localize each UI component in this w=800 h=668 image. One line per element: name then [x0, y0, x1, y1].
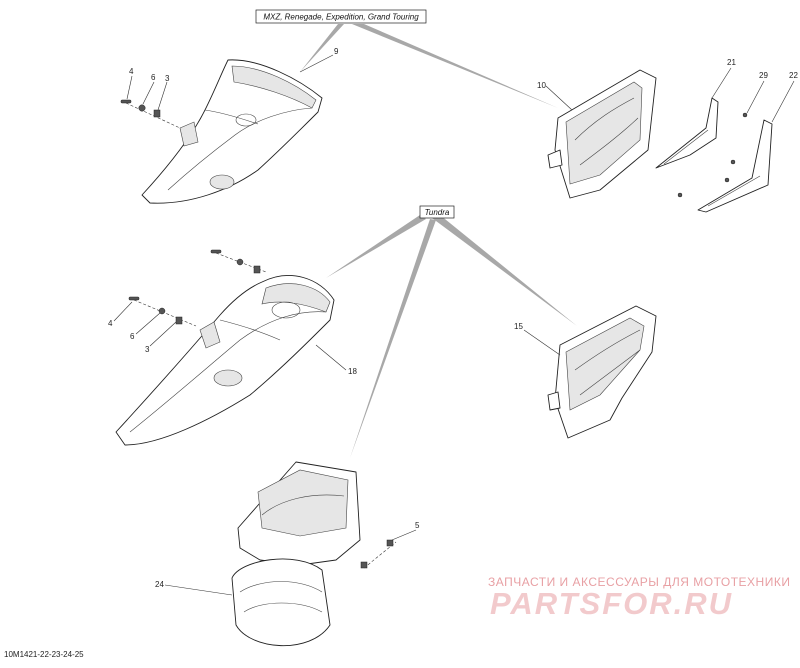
- mxz-leader-to-9: [300, 24, 344, 72]
- screw-top: [210, 249, 222, 254]
- callout-6: 6: [151, 73, 156, 82]
- callout-5: 5: [415, 521, 420, 530]
- svg-text:Tundra: Tundra: [425, 208, 450, 217]
- callout-24: 24: [155, 580, 164, 589]
- callout-6: 6: [130, 332, 135, 341]
- callout-21: 21: [727, 58, 736, 67]
- callout-leaders: [113, 54, 795, 596]
- group-leaders: [300, 24, 577, 458]
- rivet-29b: [730, 159, 736, 165]
- svg-text:MXZ, Renegade, Expedition, Gra: MXZ, Renegade, Expedition, Grand Touring: [263, 13, 419, 22]
- mxz-leader-to-10: [352, 24, 558, 108]
- callout-3: 3: [145, 345, 150, 354]
- callout-22: 22: [789, 71, 798, 80]
- tundra-leader-to-24: [350, 219, 436, 458]
- callout-10: 10: [537, 81, 546, 90]
- tundra-leader-to-15: [432, 215, 577, 326]
- nut-top: [253, 265, 261, 274]
- callouts: 9 4 6 3 10 21 29 22 4 6 3 18 15 5 24: [108, 47, 798, 589]
- rivet-29d: [677, 192, 683, 198]
- group-label-tundra: Tundra: [419, 205, 455, 219]
- part-22-trim: [697, 119, 773, 213]
- tundra-leader-to-18: [326, 215, 426, 278]
- screw-5a: [386, 539, 394, 547]
- hardware-set-a: [120, 99, 181, 129]
- washer-6a: [138, 104, 146, 112]
- part-9-fender: [141, 59, 323, 204]
- part-18-fender: [115, 275, 335, 446]
- washer-6b: [158, 307, 166, 315]
- washer-top: [236, 258, 244, 266]
- part-24-duct: [231, 461, 361, 647]
- part-15-airbox: [547, 305, 657, 439]
- hardware-5: [360, 539, 397, 569]
- callout-3: 3: [165, 74, 170, 83]
- callout-15: 15: [514, 322, 523, 331]
- callout-29: 29: [759, 71, 768, 80]
- callout-4: 4: [108, 319, 113, 328]
- callout-4: 4: [129, 67, 134, 76]
- hardware-29: [677, 112, 748, 198]
- callout-18: 18: [348, 367, 357, 376]
- hardware-set-b: [128, 249, 267, 327]
- screw-5b: [360, 561, 368, 569]
- screw-4a: [120, 99, 132, 104]
- rivet-29c: [724, 177, 730, 183]
- watermark-logo: PARTSFOR.RU: [490, 586, 734, 621]
- screw-4b: [128, 296, 140, 301]
- part-10-airbox: [547, 69, 657, 199]
- nut-3b: [175, 316, 183, 325]
- group-label-mxz: MXZ, Renegade, Expedition, Grand Touring: [255, 9, 427, 24]
- diagram-id-code: 10M1421-22-23-24-25: [4, 650, 84, 659]
- rivet-29a: [742, 112, 748, 118]
- nut-3a: [153, 109, 161, 118]
- part-21-trim: [655, 97, 719, 169]
- callout-9: 9: [334, 47, 339, 56]
- watermark-subtitle: ЗАПЧАСТИ И АКСЕССУАРЫ ДЛЯ МОТОТЕХНИКИ: [488, 575, 791, 589]
